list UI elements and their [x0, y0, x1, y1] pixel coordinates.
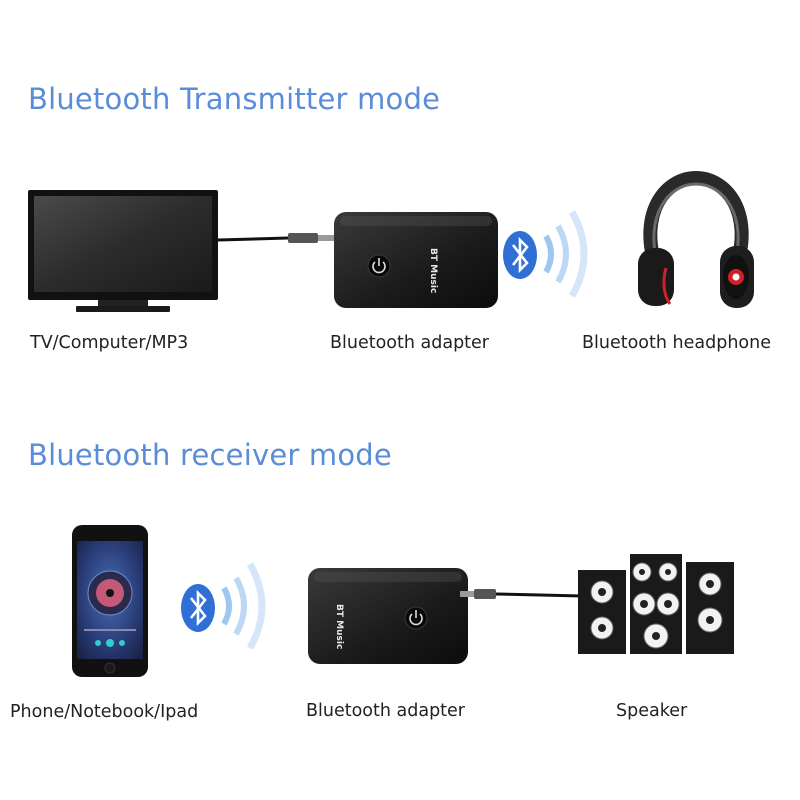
- audio-cable: [217, 233, 338, 243]
- phone-image: [72, 525, 148, 677]
- power-icon[interactable]: [367, 254, 391, 278]
- adapter-brand-text: BT Music: [334, 604, 344, 650]
- adapter-brand-text: BT Music: [428, 248, 438, 294]
- adapter-label: Bluetooth adapter: [330, 333, 490, 353]
- tv-computer-mp3-label: TV/Computer/MP3: [30, 333, 189, 353]
- receiver-mode-title: Bluetooth receiver mode: [28, 438, 392, 472]
- speaker-label: Speaker: [616, 701, 688, 721]
- speaker-image: [578, 554, 734, 654]
- tv-monitor-image: [28, 190, 218, 312]
- bluetooth-adapter-device: [308, 568, 468, 664]
- bluetooth-icon: [181, 584, 215, 632]
- bluetooth-adapter-device: [334, 212, 498, 308]
- phone-notebook-ipad-label: Phone/Notebook/Ipad: [10, 702, 199, 722]
- adapter-label: Bluetooth adapter: [306, 701, 466, 721]
- signal-wave-icon: [543, 210, 588, 298]
- signal-wave-icon: [221, 562, 266, 650]
- bluetooth-icon: [503, 231, 537, 279]
- power-icon[interactable]: [404, 606, 428, 630]
- headphone-label: Bluetooth headphone: [582, 333, 771, 353]
- audio-cable: [460, 589, 583, 599]
- transmitter-mode-title: Bluetooth Transmitter mode: [28, 82, 441, 116]
- headphone-image: [638, 170, 754, 308]
